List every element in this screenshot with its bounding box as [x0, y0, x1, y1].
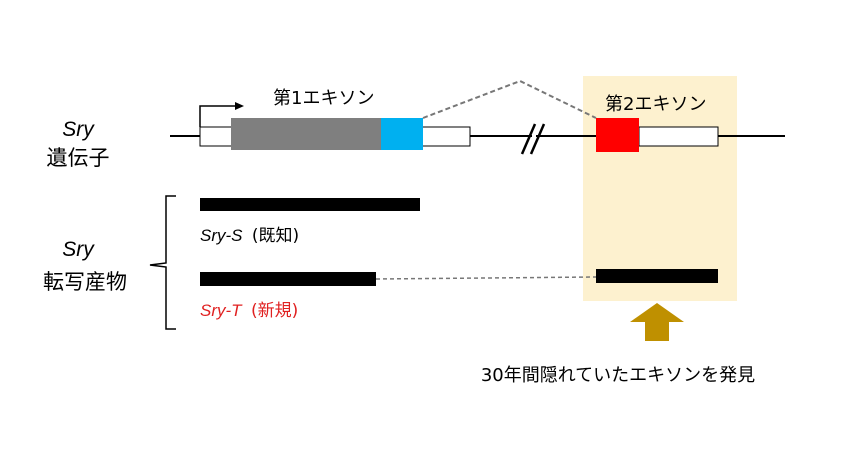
sry-t-label: Sry-T (新規): [200, 301, 298, 321]
sry-s-bar: [200, 198, 420, 211]
sry-t-name: Sry-T: [200, 301, 243, 320]
sry-s-label: Sry-S (既知): [200, 226, 299, 246]
transcripts-brace: [149, 195, 176, 330]
sry-t-splice-dashed: [375, 276, 597, 280]
gene-label: 遺伝子: [47, 146, 110, 170]
up-arrow-icon: [630, 303, 684, 341]
splice-dashed-line: [422, 79, 597, 119]
exon1-blue-segment: [381, 118, 423, 150]
sry-t-exon2-bar: [596, 269, 718, 283]
sry-t-note: (新規): [251, 301, 298, 321]
exon2-label: 第2エキソン: [605, 94, 706, 115]
transcription-start-arrow-icon: [199, 102, 244, 127]
exon1-coding: [231, 118, 381, 150]
exon2-utr: [638, 126, 719, 147]
exon2-coding: [596, 118, 639, 152]
sry-t-exon1-bar: [200, 272, 376, 286]
transcripts-label: 転写産物: [43, 270, 127, 294]
sry-s-name: Sry-S: [200, 226, 243, 245]
gene-label-italic: Sry: [62, 118, 95, 141]
discovery-annotation: 30年間隠れていたエキソンを発見: [481, 365, 755, 386]
exon2-highlight: [583, 76, 737, 301]
transcripts-label-italic: Sry: [62, 238, 95, 261]
break-mark: [520, 123, 546, 155]
sry-s-note: (既知): [252, 226, 299, 246]
exon1-label: 第1エキソン: [273, 88, 374, 109]
